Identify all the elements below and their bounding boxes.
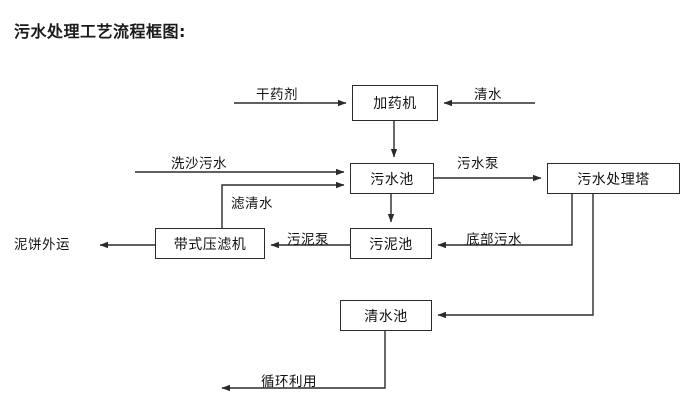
node-treatment-tower[interactable]: 污水处理塔: [547, 163, 680, 194]
edge-label-sand-wash-sewage: 洗沙污水: [171, 156, 227, 172]
node-clear-water-pool[interactable]: 清水池: [340, 300, 432, 331]
edge-label-dry-agent: 干药剂: [256, 87, 298, 103]
edge-label-sewage-pump: 污水泵: [457, 156, 499, 172]
page-title: 污水处理工艺流程框图:: [14, 22, 186, 41]
edge-tower-to-clear-pool: [437, 194, 594, 319]
edge-label-recycle-reuse: 循环利用: [261, 374, 317, 390]
node-dosing-machine[interactable]: 加药机: [352, 85, 438, 121]
edge-label-cake-transport-out: 泥饼外运: [14, 237, 70, 253]
node-sludge-pool[interactable]: 污泥池: [350, 228, 432, 259]
edge-label-sludge-pump: 污泥泵: [287, 232, 329, 248]
edge-label-bottom-sewage: 底部污水: [466, 232, 522, 248]
edge-filtrate-to-sewage-pool: [221, 181, 345, 228]
edge-label-filtrate: 滤清水: [231, 196, 273, 212]
node-belt-filter-press[interactable]: 带式压滤机: [155, 228, 265, 259]
node-sewage-pool[interactable]: 污水池: [350, 163, 434, 194]
edge-bottom-sewage-to-sludge-pool: [437, 194, 573, 249]
edge-clear-pool-to-recycle: [221, 331, 386, 392]
edge-label-clean-water: 清水: [474, 87, 502, 103]
